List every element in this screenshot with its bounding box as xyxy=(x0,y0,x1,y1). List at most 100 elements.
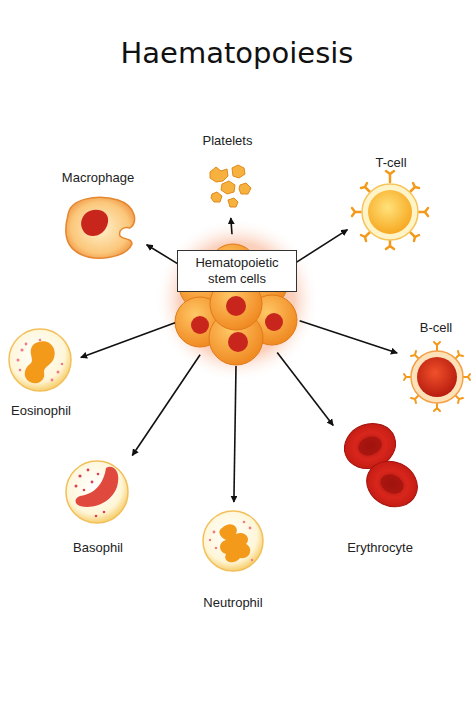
eosinophil-picture xyxy=(17,339,64,382)
cell-label: B-cell xyxy=(400,320,472,335)
arrow-connector xyxy=(293,230,348,265)
b-cell-body xyxy=(411,351,463,403)
platelets-picture xyxy=(210,167,228,182)
neutrophil-picture xyxy=(209,521,253,562)
neutrophil-picture xyxy=(209,539,211,541)
t-cell-body xyxy=(368,190,412,234)
stem-cell-box: Hematopoietic stem cells xyxy=(177,250,297,292)
t-cell-picture xyxy=(413,183,419,188)
stem-cell-cluster xyxy=(265,313,283,331)
basophil-picture xyxy=(87,469,90,472)
basophil-picture xyxy=(95,515,98,518)
basophil-picture xyxy=(103,511,106,514)
eosinophil-picture xyxy=(20,348,23,351)
arrow-connector xyxy=(234,366,236,502)
cell-node: Neutrophil xyxy=(195,505,271,610)
cell-label: Neutrophil xyxy=(195,595,271,610)
macrophage-picture xyxy=(81,210,108,236)
basophil-picture xyxy=(97,473,100,476)
cell-node: Erythrocyte xyxy=(335,418,425,555)
stem-cell-cluster xyxy=(191,316,209,334)
basophil-picture xyxy=(83,489,86,492)
b-cell-body xyxy=(411,351,463,403)
cell-node: Platelets xyxy=(190,133,265,215)
erythrocyte-picture xyxy=(359,453,425,515)
stem-cell-cluster xyxy=(228,332,248,352)
t-cell-picture xyxy=(425,208,428,216)
macrophage-picture xyxy=(66,197,135,258)
arrow-connector xyxy=(277,352,333,425)
t-cell-picture xyxy=(361,183,367,188)
arrow-connector xyxy=(132,355,200,456)
diagram-title: Haematopoiesis xyxy=(0,36,474,70)
cell-label: Eosinophil xyxy=(4,403,78,418)
basophil-picture xyxy=(78,474,81,477)
neutrophil-picture xyxy=(251,559,253,561)
basophil-picture xyxy=(75,469,106,518)
stem-cell-cluster xyxy=(155,218,319,382)
cell-node: Macrophage xyxy=(52,170,144,260)
eosinophil-picture xyxy=(25,343,28,346)
b-cell-picture xyxy=(455,351,463,359)
eosinophil-picture xyxy=(9,329,71,391)
cell-label: Macrophage xyxy=(52,170,144,185)
neutrophil-picture xyxy=(243,521,246,524)
basophil-picture xyxy=(66,461,128,523)
t-cell-body xyxy=(362,184,418,240)
eosinophil-picture xyxy=(61,363,64,366)
neutrophil-picture xyxy=(203,511,263,571)
erythrocyte-picture xyxy=(377,471,406,497)
eosinophil-picture xyxy=(39,339,42,342)
eosinophil-picture xyxy=(51,379,54,382)
neutrophil-picture xyxy=(219,524,250,562)
neutrophil-picture xyxy=(203,511,263,571)
eosinophil-picture xyxy=(9,329,71,391)
stem-cell-cluster xyxy=(155,218,319,382)
basophil-picture xyxy=(75,485,78,488)
t-cell-picture xyxy=(361,235,366,241)
b-cell-picture xyxy=(463,374,470,380)
neutrophil-picture xyxy=(213,531,216,534)
neutrophil-picture xyxy=(215,547,218,550)
t-cell-picture xyxy=(414,235,419,241)
neutrophil-picture xyxy=(249,527,252,530)
t-cell-picture xyxy=(352,171,428,249)
cell-label: Basophil xyxy=(58,540,138,555)
t-cell-picture xyxy=(352,208,355,216)
cell-label: T-cell xyxy=(350,155,432,170)
cell-node: B-cell xyxy=(400,320,472,412)
b-cell-picture xyxy=(404,342,470,411)
arrow-connector xyxy=(147,245,181,266)
basophil-picture xyxy=(66,461,128,523)
b-cell-body xyxy=(417,357,457,397)
basophil-picture xyxy=(76,467,119,507)
macrophage-picture xyxy=(66,197,135,258)
t-cell-picture xyxy=(386,171,394,174)
eosinophil-picture xyxy=(17,359,20,362)
cell-label: Erythrocyte xyxy=(335,540,425,555)
cell-node: T-cell xyxy=(350,155,432,249)
platelets-picture xyxy=(211,192,222,202)
erythrocyte-picture xyxy=(356,433,385,458)
platelets-picture xyxy=(228,198,238,207)
cell-label: Platelets xyxy=(190,133,265,148)
b-cell-picture xyxy=(411,351,419,359)
cell-label: Hematopoietic stem cells xyxy=(186,255,288,287)
eosinophil-picture xyxy=(57,371,60,374)
erythrocyte-picture xyxy=(338,416,425,514)
b-cell-picture xyxy=(434,403,440,411)
basophil-picture xyxy=(91,481,94,484)
b-cell-picture xyxy=(404,374,411,380)
platelets-picture xyxy=(210,165,251,207)
arrow-connector xyxy=(81,323,175,358)
t-cell-picture xyxy=(386,246,394,249)
platelets-picture xyxy=(239,183,251,194)
eosinophil-picture xyxy=(19,369,22,372)
b-cell-picture xyxy=(434,342,440,351)
arrow-connector xyxy=(300,321,398,353)
arrow-connector xyxy=(231,218,232,234)
platelets-picture xyxy=(221,181,235,194)
b-cell-picture xyxy=(455,395,463,403)
t-cell-body xyxy=(362,184,418,240)
platelets-picture xyxy=(232,165,245,178)
